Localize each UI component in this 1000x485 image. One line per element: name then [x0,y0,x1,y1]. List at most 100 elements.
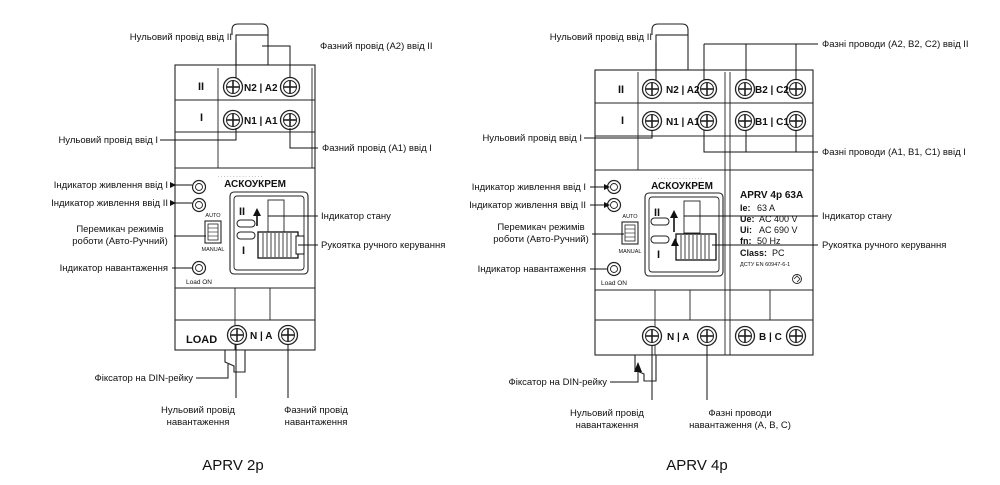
state-indicator [683,200,701,234]
label-phase-input-2: Фазний провід (A2) ввід II [320,41,433,52]
label-neutral-input-2: Нульовий провід ввід II [550,32,652,43]
label-din-latch: Фіксатор на DIN-рейку [95,373,194,384]
top-terminal-cover [655,34,689,71]
spec-ui-key: Ui: [740,225,752,235]
state-lamp-2-mark: II [239,206,245,218]
brand-tagline: · · · · · · · · · · · · · · · [658,176,703,182]
state-lamp-1 [236,231,256,240]
row1-mark: I [200,112,203,124]
label-state-indicator: Індикатор стану [321,211,391,222]
label-manual-handle: Рукоятка ручного керування [822,240,946,251]
label-phases-input-1: Фазні проводи (A1, B1, C1) ввід I [822,147,966,158]
screw-c1[interactable] [785,110,807,132]
manual-mark: MANUAL [619,249,642,255]
spec-class-key: Class: [740,248,767,258]
label-mode-switch-1: Перемикач режимів [76,224,163,235]
screw-load-a[interactable] [696,325,718,347]
manual-handle[interactable] [675,233,717,261]
label-phases-input-2: Фазні проводи (A2, B2, C2) ввід II [822,39,969,50]
row1-terminals-left: N1 | A1 [666,117,700,128]
row2-mark: II [618,84,624,96]
screw-c2[interactable] [785,78,807,100]
auto-mark: AUTO [205,213,221,219]
screw-n1[interactable] [222,109,244,131]
device-4p: II I N2 | A2 N1 | A1 B2 | C2 B1 | C1 · ·… [594,23,814,382]
label-mode-switch-2: роботи (Авто-Ручний) [72,236,167,247]
leaders-4p [584,42,818,400]
screw-a1[interactable] [696,110,718,132]
load-terminals: N | A [250,331,272,342]
state-lamp-1-mark: I [242,245,245,257]
screw-b2[interactable] [734,78,756,100]
power-indicator-2-lamp [191,197,207,213]
din-rail-latch[interactable] [224,349,246,373]
spec-ie-key: Ie: [740,203,751,213]
screw-load-n[interactable] [226,324,248,346]
label-power-indicator-1: Індикатор живлення ввід I [54,180,168,191]
auto-mark: AUTO [622,214,638,220]
load-terminals-left: N | A [667,332,689,343]
brand-tagline: · · · · · · · · · · · · · · · [218,174,263,180]
screw-n2[interactable] [222,76,244,98]
row1-terminals: N1 | A1 [244,116,278,127]
label-neutral-load-2: навантаження [167,417,230,428]
spec-ie-val: 63 A [757,203,775,213]
spec-standard: ДСТУ EN 60947-6-1 [740,262,790,268]
spec-ui-val: AC 690 V [759,225,798,235]
label-phases-load-2: навантаження (A, B, C) [689,420,791,431]
state-lamp-1-mark: I [657,249,660,261]
load-mark: LOAD [186,334,217,346]
top-clip [651,23,689,35]
row2-terminals-left: N2 | A2 [666,85,700,96]
title-2p: APRV 2p [202,457,263,474]
device-2p: II I N2 | A2 N1 | A1 · · · · · · · · · ·… [174,23,316,373]
state-indicator [267,199,285,235]
row2-terminals-right: B2 | C2 [755,85,789,96]
label-mode-switch-1: Перемикач режимів [497,222,584,233]
screw-a1[interactable] [279,109,301,131]
manual-mark: MANUAL [202,247,225,253]
label-neutral-input-2: Нульовий провід ввід II [130,32,232,43]
spec-ue-val: AC 400 V [759,214,798,224]
label-state-indicator: Індикатор стану [822,211,892,222]
leaders-2p [160,42,318,398]
screw-a2[interactable] [696,78,718,100]
label-power-indicator-1: Індикатор живлення ввід I [472,182,586,193]
label-neutral-input-1: Нульовий провід ввід I [482,133,582,144]
label-load-indicator: Індикатор навантаження [478,264,586,275]
label-mode-switch-2: роботи (Авто-Ручний) [493,234,588,245]
spec-plate: APRV 4p 63A Ie: 63 A Ue: AC 400 V Ui: AC… [740,190,803,284]
label-phase-input-1: Фазний провід (A1) ввід I [322,143,432,154]
state-lamp-2 [650,217,670,226]
spec-fn-val: 50 Hz [757,236,781,246]
screw-load-a[interactable] [277,324,299,346]
label-neutral-load-1: Нульовий провід [161,405,235,416]
brand-logo: АСКОУКРЕМ [651,181,713,192]
row1-terminals-right: B1 | C1 [755,117,789,128]
state-lamp-1 [650,235,670,244]
label-neutral-load-2: навантаження [576,420,639,431]
spec-ue-key: Ue: [740,214,755,224]
load-on-mark: Load ON [601,280,627,287]
top-clip [231,23,269,35]
screw-load-n[interactable] [641,325,663,347]
certification-mark-icon [792,274,802,284]
screw-load-b[interactable] [734,325,756,347]
label-load-indicator: Індикатор навантаження [60,263,168,274]
state-lamp-2-mark: II [654,207,660,219]
screw-a2[interactable] [279,76,301,98]
label-neutral-load-1: Нульовий провід [570,408,644,419]
screw-n2[interactable] [641,78,663,100]
row1-mark: I [621,115,624,127]
screw-b1[interactable] [734,110,756,132]
label-neutral-input-1: Нульовий провід ввід I [58,135,158,146]
load-terminals-right: B | C [759,332,782,343]
load-indicator-lamp [191,260,207,276]
screw-n1[interactable] [641,110,663,132]
labels-2p: Нульовий провід ввід II Фазний провід (A… [51,32,445,474]
screw-load-c[interactable] [785,325,807,347]
brand-logo: АСКОУКРЕМ [224,179,286,190]
load-on-mark: Load ON [186,279,212,286]
manual-handle[interactable] [257,231,299,259]
